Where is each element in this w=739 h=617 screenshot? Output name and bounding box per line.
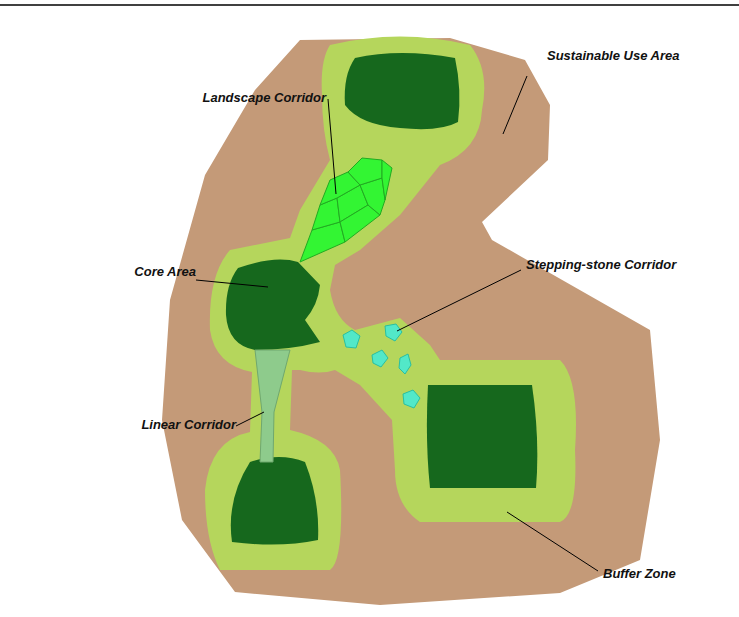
buffer-zone	[205, 37, 576, 571]
callout-label: Buffer Zone	[603, 566, 676, 582]
linear-corridor	[255, 350, 290, 462]
sustainable-use-area	[162, 38, 660, 605]
core-area	[226, 53, 537, 545]
top-rule	[0, 4, 739, 6]
stepping-stone	[343, 324, 420, 408]
callout-label: Core Area	[134, 264, 196, 280]
callout-label: Linear Corridor	[141, 417, 236, 433]
landscape-corridor	[300, 158, 392, 262]
callout-label: Landscape Corridor	[202, 90, 326, 106]
callout-label: Sustainable Use Area	[547, 48, 679, 64]
leader-line	[196, 76, 598, 571]
callout-label: Stepping-stone Corridor	[526, 257, 676, 273]
